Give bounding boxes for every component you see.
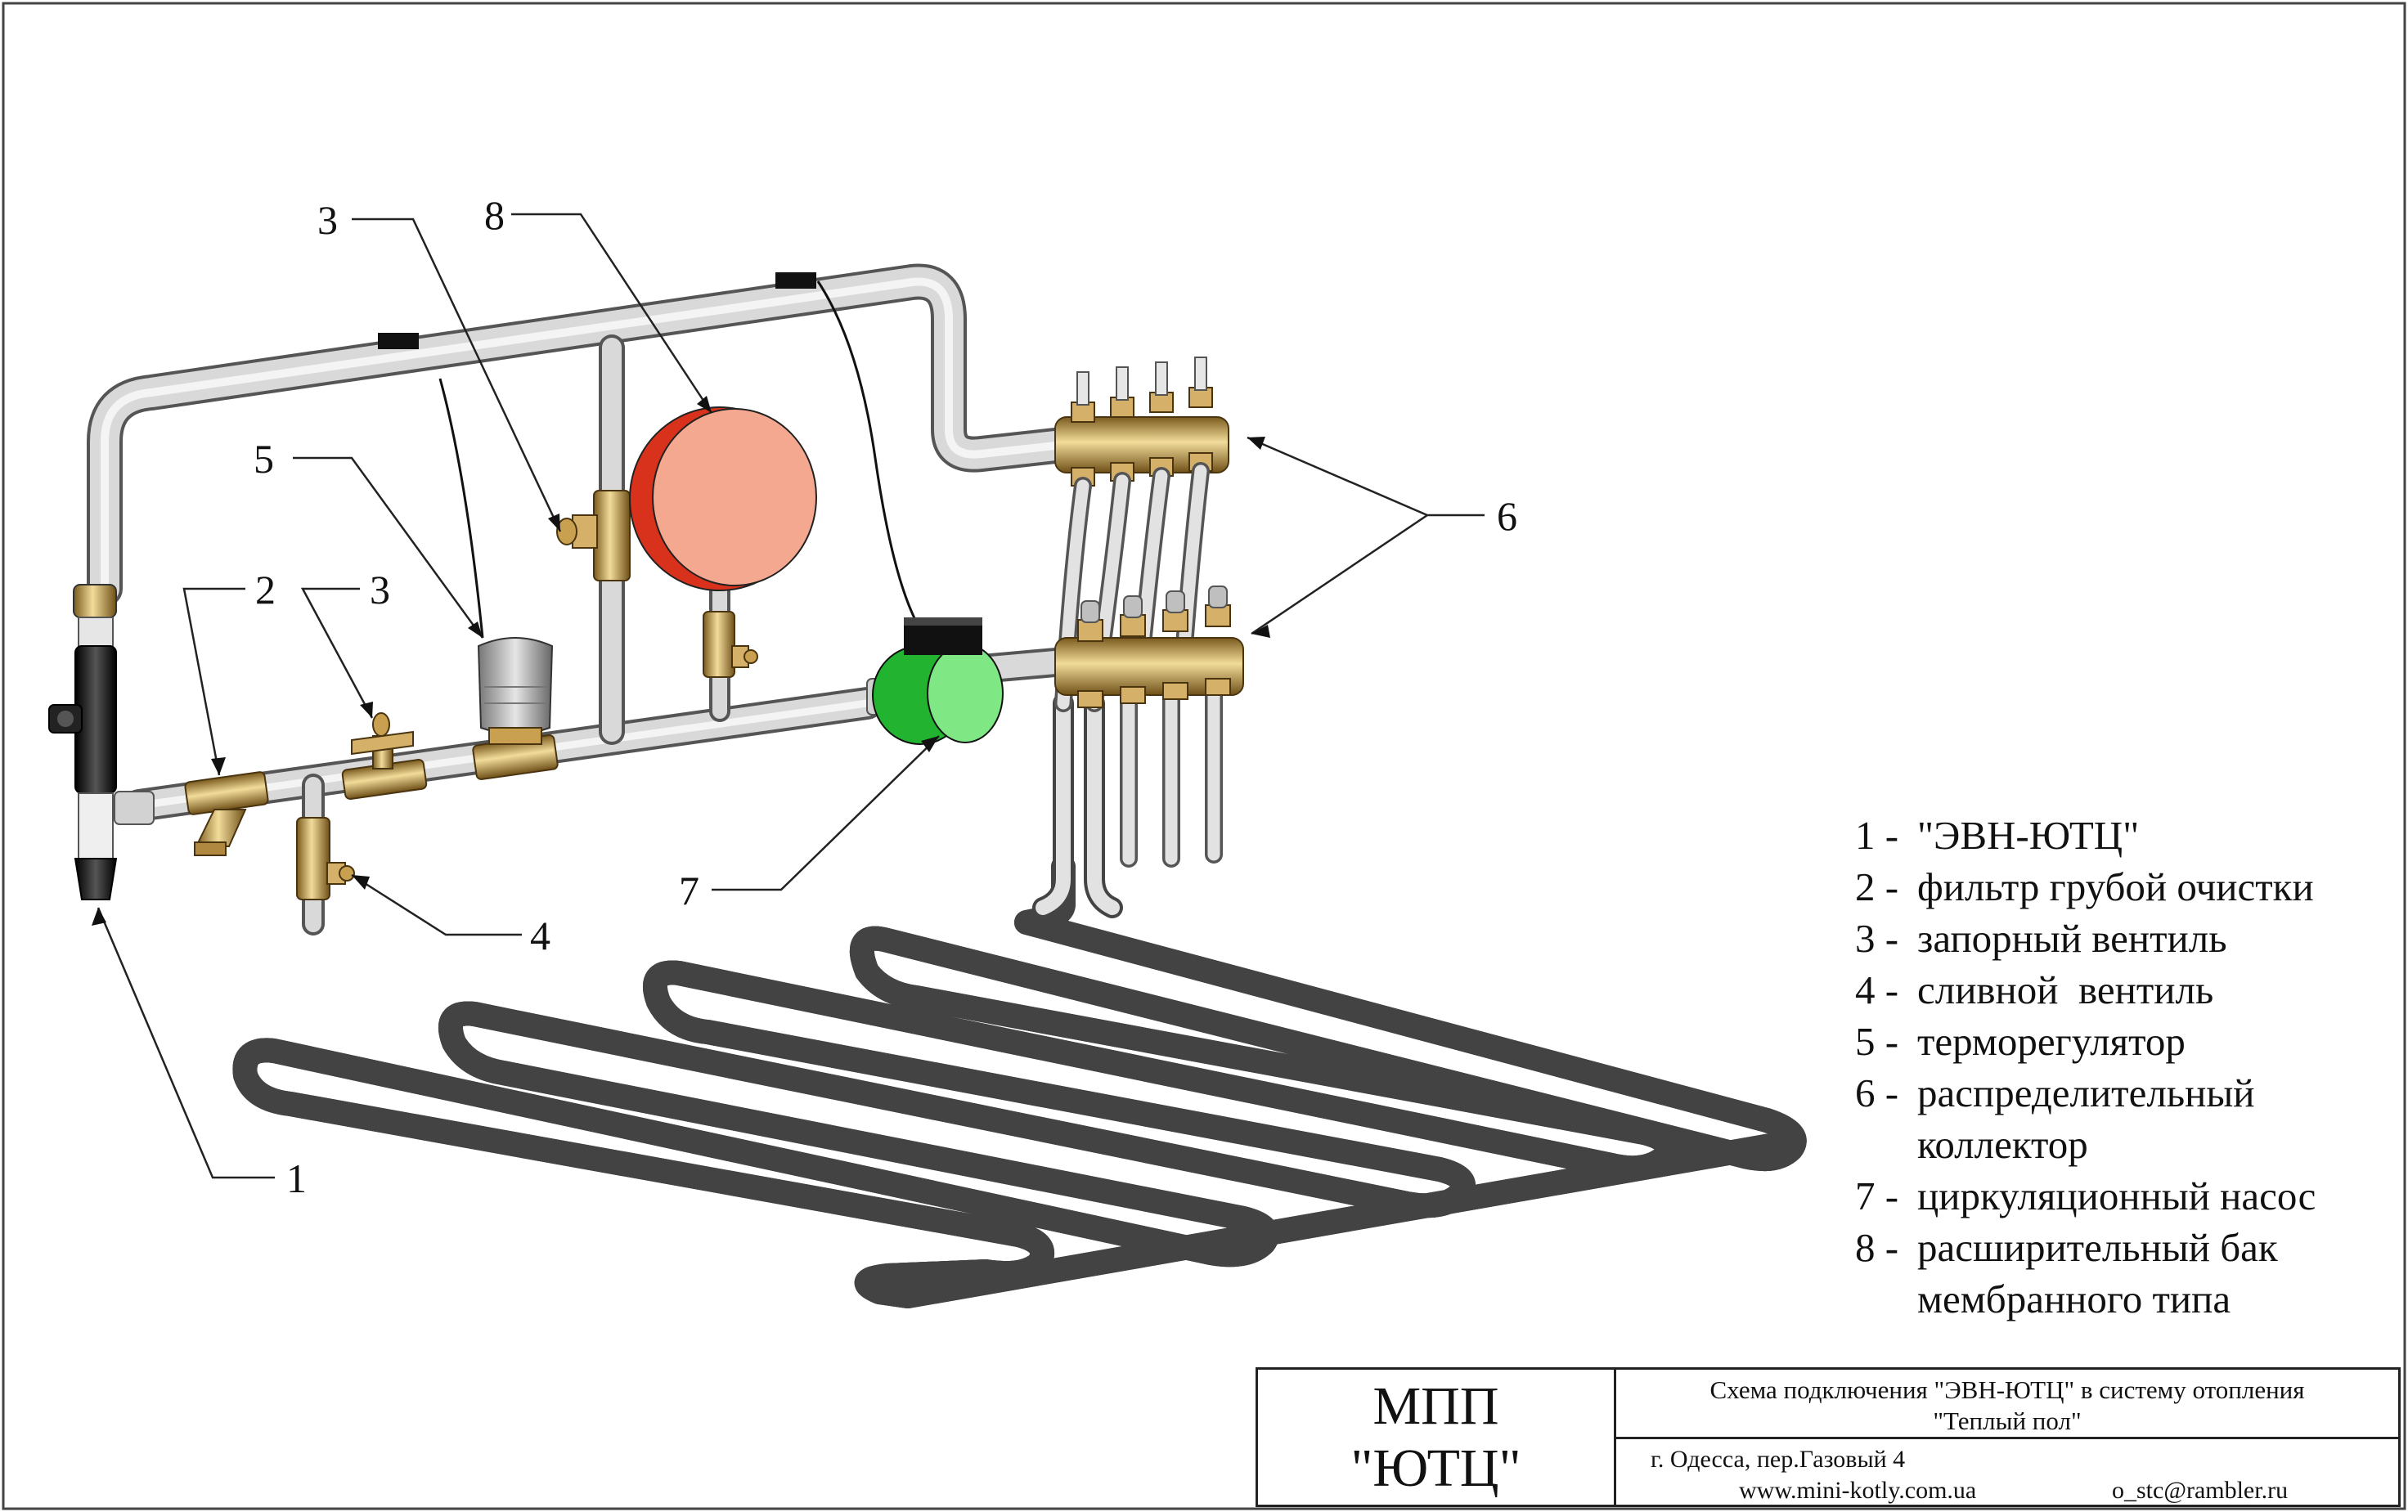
website-link[interactable]: www.mini-kotly.com.ua xyxy=(1739,1477,1977,1504)
main-pipework xyxy=(105,282,1055,924)
scheme-title-line1: Схема подключения "ЭВН-ЮТЦ" в систему от… xyxy=(1709,1375,2305,1404)
legend-item-7: 7 - циркуляционный насос xyxy=(1855,1170,2395,1222)
legend-label: запорный вентиль xyxy=(1917,916,2227,961)
drain-valve xyxy=(296,817,355,900)
legend-label: циркуляционный насос xyxy=(1917,1173,2316,1218)
callout-6: 6 xyxy=(1497,493,1517,539)
legend-label: расширительный бак xyxy=(1917,1225,2278,1270)
title-block-organization: МПП "ЮТЦ" xyxy=(1258,1370,1616,1505)
legend-item-6-continued: коллектор xyxy=(1917,1122,2088,1167)
distribution-manifold-lower xyxy=(1054,586,1244,708)
legend-item-5: 5 - терморегулятор xyxy=(1855,1016,2395,1067)
callout-8: 8 xyxy=(484,192,505,238)
thermoregulator xyxy=(472,637,559,780)
legend-item-4: 4 - сливной вентиль xyxy=(1855,964,2395,1016)
sensor-wire-1 xyxy=(438,378,484,639)
sensor-wire-2 xyxy=(816,280,918,622)
legend-item-3: 3 - запорный вентиль xyxy=(1855,913,2395,964)
callout-4: 4 xyxy=(530,913,550,958)
callout-2: 2 xyxy=(255,567,276,612)
legend-number: 2 - xyxy=(1855,864,1899,909)
legend-number: 8 - xyxy=(1855,1225,1899,1270)
expansion-tank xyxy=(629,406,817,678)
legend-label: фильтр грубой очистки xyxy=(1917,864,2314,909)
email-link[interactable]: o_stc@rambler.ru xyxy=(2112,1477,2289,1504)
coarse-filter xyxy=(184,771,269,856)
org-name-line2: "ЮТЦ" xyxy=(1350,1438,1521,1498)
leader-lines xyxy=(97,213,1485,1179)
electric-heater-evn xyxy=(48,584,155,900)
callout-3-upper: 3 xyxy=(317,197,338,243)
legend-item-1: 1 - "ЭВН-ЮТЦ" xyxy=(1855,810,2395,861)
callout-5: 5 xyxy=(254,436,274,482)
shutoff-valve-upper xyxy=(556,490,631,581)
legend-number: 1 - xyxy=(1855,813,1899,858)
sensor-clip-1 xyxy=(378,333,419,349)
legend-item-8-continued: мембранного типа xyxy=(1917,1276,2231,1321)
address: г. Одесса, пер.Газовый 4 xyxy=(1651,1446,1906,1473)
scheme-title-line2: "Теплый пол" xyxy=(1933,1407,2082,1435)
legend-label: "ЭВН-ЮТЦ" xyxy=(1917,813,2140,858)
coil-feed-pipes xyxy=(1032,693,1123,918)
sensor-clip-2 xyxy=(775,272,816,289)
legend-number: 4 - xyxy=(1855,967,1899,1012)
legend: 1 - "ЭВН-ЮТЦ" 2 - фильтр грубой очистки … xyxy=(1855,810,2395,1325)
legend-label: сливной вентиль xyxy=(1917,967,2214,1012)
callout-3-lower: 3 xyxy=(370,567,390,612)
legend-label: терморегулятор xyxy=(1917,1019,2186,1064)
title-block: МПП "ЮТЦ" Схема подключения "ЭВН-ЮТЦ" в … xyxy=(1256,1367,2401,1507)
legend-item-8: 8 - расширительный бак xyxy=(1855,1222,2395,1273)
leader-arrowheads xyxy=(92,396,1270,926)
callout-7: 7 xyxy=(679,868,699,913)
legend-number: 7 - xyxy=(1855,1173,1899,1218)
legend-item-6: 6 - распределительный xyxy=(1855,1067,2395,1119)
legend-item-2: 2 - фильтр грубой очистки xyxy=(1855,861,2395,913)
title-block-title: Схема подключения "ЭВН-ЮТЦ" в систему от… xyxy=(1616,1370,2398,1439)
legend-number: 6 - xyxy=(1855,1070,1899,1115)
legend-number: 5 - xyxy=(1855,1019,1899,1064)
floor-heating-coil xyxy=(245,855,1794,1308)
circulation-pump xyxy=(866,617,1004,745)
org-name-line1: МПП xyxy=(1372,1375,1499,1436)
legend-label: распределительный xyxy=(1917,1070,2255,1115)
callout-1: 1 xyxy=(286,1155,307,1201)
title-block-contacts: г. Одесса, пер.Газовый 4 www.mini-kotly.… xyxy=(1616,1439,2398,1505)
legend-number: 3 - xyxy=(1855,916,1899,961)
shutoff-valve-lower xyxy=(341,712,428,801)
